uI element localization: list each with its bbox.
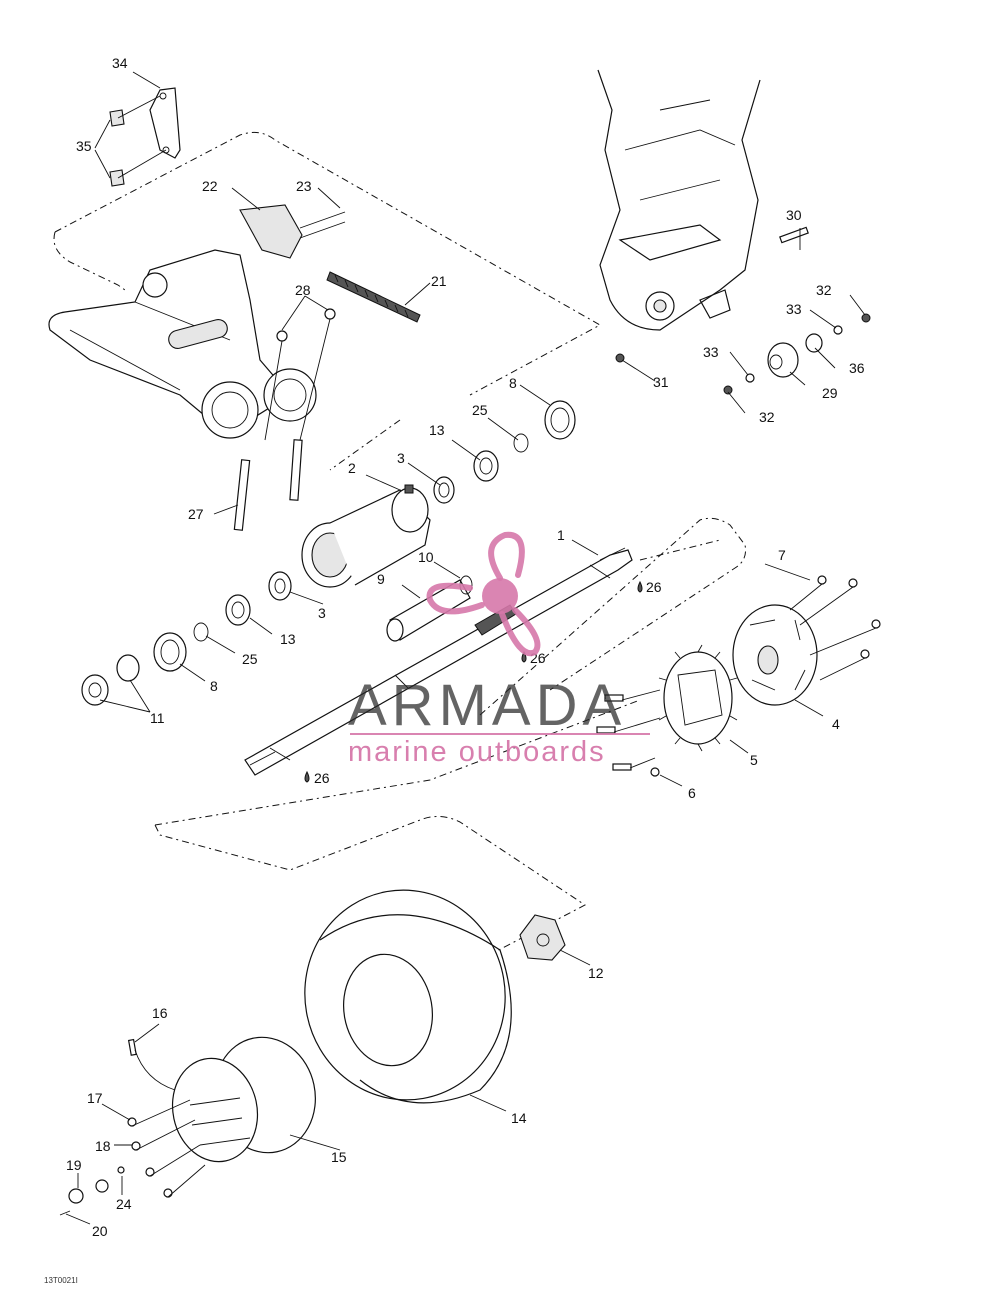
spacer-tube-9 <box>386 575 473 642</box>
callout-3-bottom: 3 <box>318 605 326 621</box>
callout-9: 9 <box>377 571 385 587</box>
callout-23: 23 <box>296 178 312 194</box>
assembly-outline-middle <box>479 517 746 716</box>
wheel-rim-15 <box>171 1036 316 1163</box>
callout-18: 18 <box>95 1138 111 1154</box>
callout-16: 16 <box>152 1005 168 1021</box>
wheel-fasteners <box>59 1038 206 1216</box>
bearing-stack-upper <box>433 400 576 504</box>
callout-25-top: 25 <box>472 402 488 418</box>
callout-10: 10 <box>418 549 434 565</box>
callout-14: 14 <box>511 1110 527 1126</box>
callout-32-bottom: 32 <box>759 409 775 425</box>
callout-1: 1 <box>557 527 565 543</box>
callout-6: 6 <box>688 785 696 801</box>
callout-32-top: 32 <box>816 282 832 298</box>
leader-lines <box>65 71 866 1225</box>
bolts-27-nuts-28 <box>233 308 336 531</box>
assembly-outline-lower <box>154 699 641 966</box>
drawing-reference-code: 13T0021I <box>44 1276 78 1285</box>
grease-drop-icon <box>304 770 310 783</box>
callout-5: 5 <box>750 752 758 768</box>
callout-12: 12 <box>588 965 604 981</box>
callout-20: 20 <box>92 1223 108 1239</box>
callout-11: 11 <box>150 710 165 726</box>
callout-4: 4 <box>832 716 840 732</box>
watermark-tagline: marine outboards <box>348 736 606 768</box>
bearing-stack-lower <box>81 571 292 706</box>
eccentric-housing-2 <box>301 484 431 588</box>
callout-7: 7 <box>778 547 786 563</box>
callout-3-top: 3 <box>397 450 405 466</box>
sprocket-5 <box>658 644 738 752</box>
callout-22: 22 <box>202 178 218 194</box>
callout-26-bottom: 26 <box>314 770 330 786</box>
sprocket-bolts <box>596 575 881 777</box>
callout-21: 21 <box>431 273 447 289</box>
callout-17: 17 <box>87 1090 103 1106</box>
callout-35: 35 <box>76 138 92 154</box>
callout-24: 24 <box>116 1196 132 1212</box>
grease-drop-icon <box>521 650 527 663</box>
watermark-underline <box>350 733 650 735</box>
callout-36: 36 <box>849 360 865 376</box>
callout-27: 27 <box>188 506 204 522</box>
callout-29: 29 <box>822 385 838 401</box>
axle-centerline <box>329 419 721 561</box>
callout-8-bottom: 8 <box>210 678 218 694</box>
callout-26-top: 26 <box>646 579 662 595</box>
grease-drop-icon <box>637 580 643 593</box>
callout-8-top: 8 <box>509 375 517 391</box>
callout-33-mid: 33 <box>703 344 719 360</box>
callout-28: 28 <box>295 282 311 298</box>
callout-33-top: 33 <box>786 301 802 317</box>
rear-axle-1 <box>244 547 633 776</box>
callout-13-bottom: 13 <box>280 631 296 647</box>
wheel-hub-12 <box>519 914 566 961</box>
mount-hardware <box>615 226 871 395</box>
tire-14 <box>304 889 512 1104</box>
bracket-34 <box>109 87 181 187</box>
callout-13-top: 13 <box>429 422 445 438</box>
callout-30: 30 <box>786 207 802 223</box>
assembly-outline-upper <box>53 131 602 396</box>
callout-26-mid: 26 <box>530 650 546 666</box>
chassis-frame <box>597 69 761 331</box>
callout-19: 19 <box>66 1157 82 1173</box>
drive-chain-21 <box>326 271 421 323</box>
callout-31: 31 <box>653 374 669 390</box>
watermark-brand: ARMADA <box>348 673 627 738</box>
callout-34: 34 <box>112 55 128 71</box>
sprocket-hub-4 <box>732 604 818 706</box>
chain-guide-22 <box>239 204 346 259</box>
swing-arm <box>48 249 317 439</box>
callout-2: 2 <box>348 460 356 476</box>
callout-25-bottom: 25 <box>242 651 258 667</box>
callout-15: 15 <box>331 1149 347 1165</box>
